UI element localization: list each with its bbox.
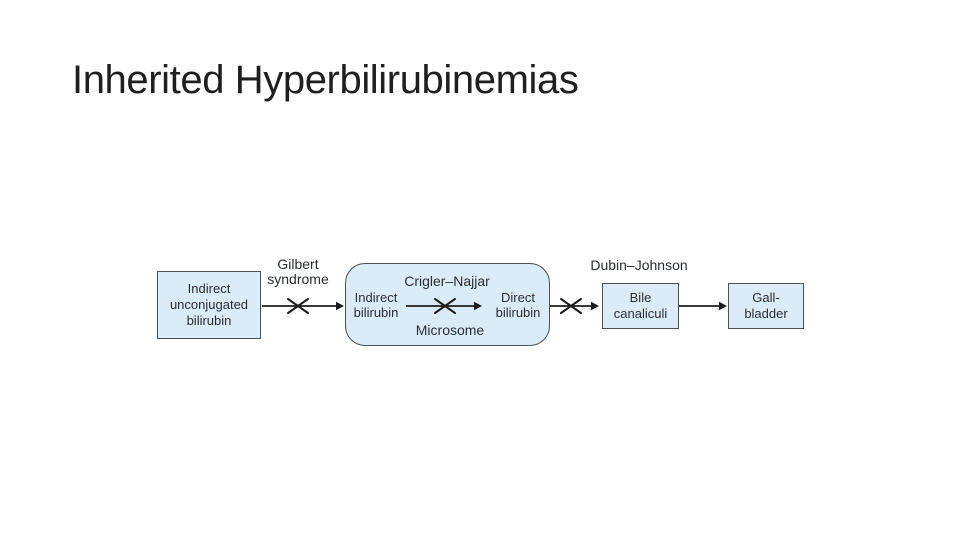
bilirubin-pathway-diagram: Indirect unconjugated bilirubin Bile can… <box>150 253 810 353</box>
box-gall-bladder: Gall- bladder <box>728 283 804 329</box>
arrow-to-microsome <box>262 301 344 311</box>
box-bile-canaliculi: Bile canaliculi <box>602 283 679 329</box>
arrow-to-bile-canaliculi <box>550 301 599 311</box>
box-indirect-unconjugated-bilirubin: Indirect unconjugated bilirubin <box>157 271 261 339</box>
label-dubin-johnson: Dubin–Johnson <box>590 257 688 273</box>
text-direct-bilirubin: Direct bilirubin <box>495 290 541 320</box>
label-crigler-najjar: Crigler–Najjar <box>404 273 490 289</box>
text-indirect-bilirubin: Indirect bilirubin <box>353 290 399 320</box>
block-x-dubin-johnson-icon <box>560 298 582 314</box>
arrow-to-gall-bladder <box>679 301 727 311</box>
label-microsome: Microsome <box>415 322 485 338</box>
label-gilbert-syndrome: Gilbert syndrome <box>267 256 329 287</box>
block-x-gilbert-icon <box>287 298 309 314</box>
slide-title: Inherited Hyperbilirubinemias <box>72 58 579 102</box>
